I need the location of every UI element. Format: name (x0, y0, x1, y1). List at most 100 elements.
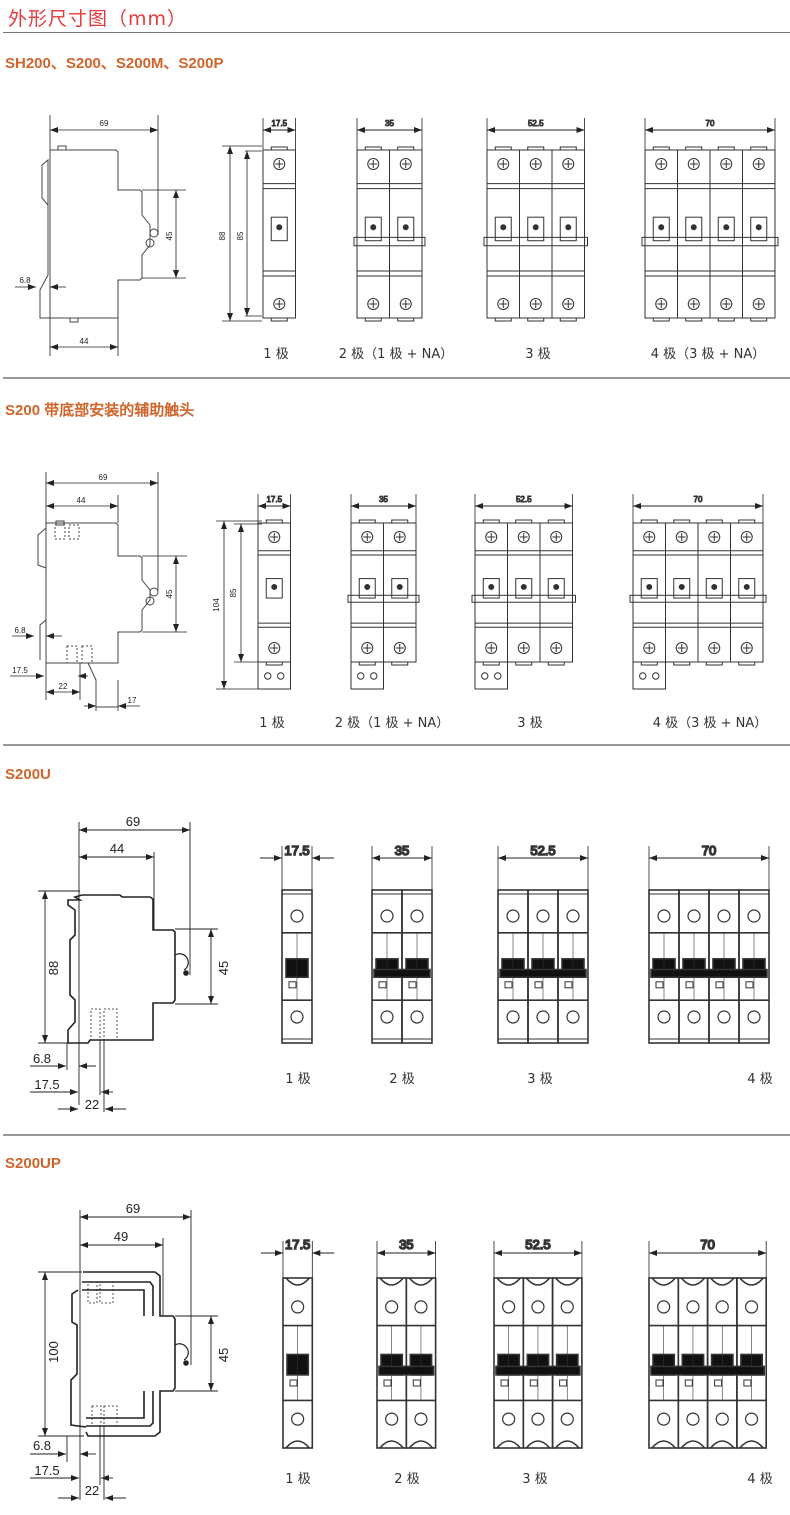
pole-body (389, 149, 423, 319)
pole-body (474, 522, 508, 663)
width-dim-label: 35 (399, 1237, 413, 1252)
pole-body (507, 522, 541, 663)
terminal-screw-icon (399, 158, 412, 170)
pole-body (401, 889, 433, 1044)
width-dim-label: 52.5 (528, 119, 544, 128)
width-dim-label: 70 (706, 119, 715, 128)
terminal-screw-icon (367, 298, 380, 310)
toggle-window (640, 578, 658, 599)
handle-tie-bar (373, 968, 431, 979)
dim-label: 85 (236, 231, 245, 240)
variant-caption: 2 极 (394, 1472, 420, 1487)
pole-body (356, 149, 390, 319)
toggle-window (494, 216, 512, 242)
terminal-screw-icon (744, 1300, 759, 1314)
width-dim-label: 17.5 (271, 119, 287, 128)
variant-caption: 1 极 (259, 716, 285, 731)
terminal-screw-icon (657, 1010, 671, 1024)
width-dim-label: 52.5 (530, 843, 555, 858)
dim-label: 6.8 (33, 1051, 51, 1066)
terminal-screw-icon (657, 1412, 671, 1426)
terminal-screw-icon (686, 1412, 700, 1426)
handle-tie-bar (499, 968, 587, 979)
dim-label: 88 (218, 231, 227, 240)
aux-contact-block (350, 661, 384, 690)
terminal-screw-icon (560, 1300, 574, 1314)
terminal-screw-icon (361, 642, 374, 654)
terminal-screw-icon (536, 1010, 550, 1024)
dim-label: 17.5 (12, 666, 28, 675)
terminal-screw-icon (517, 642, 530, 654)
section-title-s200-aux: S200 带底部安装的辅助触头 (5, 402, 195, 419)
front-view-3-pole: 52.5 (471, 494, 576, 690)
variant-caption: 1 极 (285, 1472, 311, 1487)
pole-body (551, 1277, 583, 1449)
handle-tie-bar (629, 594, 767, 603)
dim-label: 17.5 (34, 1077, 59, 1092)
terminal-screw-icon (744, 1412, 759, 1426)
variant-caption: 3 极 (525, 347, 551, 362)
front-view-1-pole: 17.5 (261, 1236, 335, 1449)
variant-caption: 3 极 (517, 716, 543, 731)
terminal-screw-icon (268, 531, 281, 543)
dim-label: 22 (85, 1483, 99, 1498)
dim-label: 85 (229, 588, 238, 597)
front-view-3-pole: 52.5 (497, 842, 589, 1044)
dim-label: 45 (216, 961, 231, 975)
front-view-2-pole: 35 (376, 1236, 437, 1449)
terminal-screw-icon (385, 1412, 399, 1426)
section-divider (3, 744, 790, 746)
terminal-screw-icon (708, 531, 721, 543)
pole-body (486, 149, 520, 319)
width-dim-label: 52.5 (525, 1237, 550, 1252)
front-view-2-pole: 35 (371, 842, 433, 1044)
terminal-screw-icon (715, 1300, 729, 1314)
terminal-screw-icon (562, 298, 575, 310)
terminal-screw-icon (717, 909, 731, 923)
terminal-screw-icon (687, 909, 701, 923)
toggle-window (515, 578, 533, 599)
width-dim-label: 70 (702, 843, 716, 858)
variant-caption: 1 极 (263, 347, 289, 362)
section-title-s200up: S200UP (5, 1155, 61, 1172)
terminal-screw-icon (720, 158, 733, 170)
terminal-screw-icon (686, 1300, 700, 1314)
terminal-screw-icon (675, 642, 688, 654)
terminal-screw-icon (717, 1010, 731, 1024)
handle-tie-bar (650, 1365, 765, 1376)
toggle-window (358, 578, 376, 599)
terminal-screw-icon (752, 158, 765, 170)
variant-caption: 4 极 (747, 1472, 773, 1487)
terminal-screw-icon (291, 1412, 305, 1426)
terminal-screw-icon (393, 642, 406, 654)
dim-label: 17.5 (34, 1463, 59, 1478)
pole-body (557, 889, 589, 1044)
toggle-window (652, 216, 670, 242)
terminal-screw-icon (506, 1010, 520, 1024)
terminal-screw-icon (502, 1412, 516, 1426)
dim-label: 6.8 (19, 276, 31, 285)
width-dim-label: 35 (379, 495, 388, 504)
variant-caption: 4 极（3 极 + NA） (650, 347, 766, 362)
variant-caption: 4 极 (747, 1072, 773, 1087)
terminal-screw-icon (562, 158, 575, 170)
terminal-screw-icon (273, 298, 286, 310)
terminal-screw-icon (687, 1010, 701, 1024)
toggle-window (685, 216, 703, 242)
pole-body (736, 1277, 768, 1449)
front-view-4-pole: 70 (629, 494, 767, 690)
terminal-screw-icon (643, 642, 656, 654)
toggle-window (265, 578, 283, 599)
variant-caption: 3 极 (527, 1072, 553, 1087)
terminal-screw-icon (655, 158, 668, 170)
dim-label: 49 (114, 1229, 128, 1244)
variant-caption: 2 极 (389, 1072, 415, 1087)
width-dim-label: 17.5 (284, 843, 309, 858)
terminal-screw-icon (290, 1010, 304, 1024)
terminal-screw-icon (687, 298, 700, 310)
terminal-screw-icon (687, 158, 700, 170)
terminal-screw-icon (414, 1300, 428, 1314)
front-view-4-pole: 70 (641, 118, 779, 322)
pole-body (551, 149, 585, 319)
pole-body (257, 522, 291, 663)
